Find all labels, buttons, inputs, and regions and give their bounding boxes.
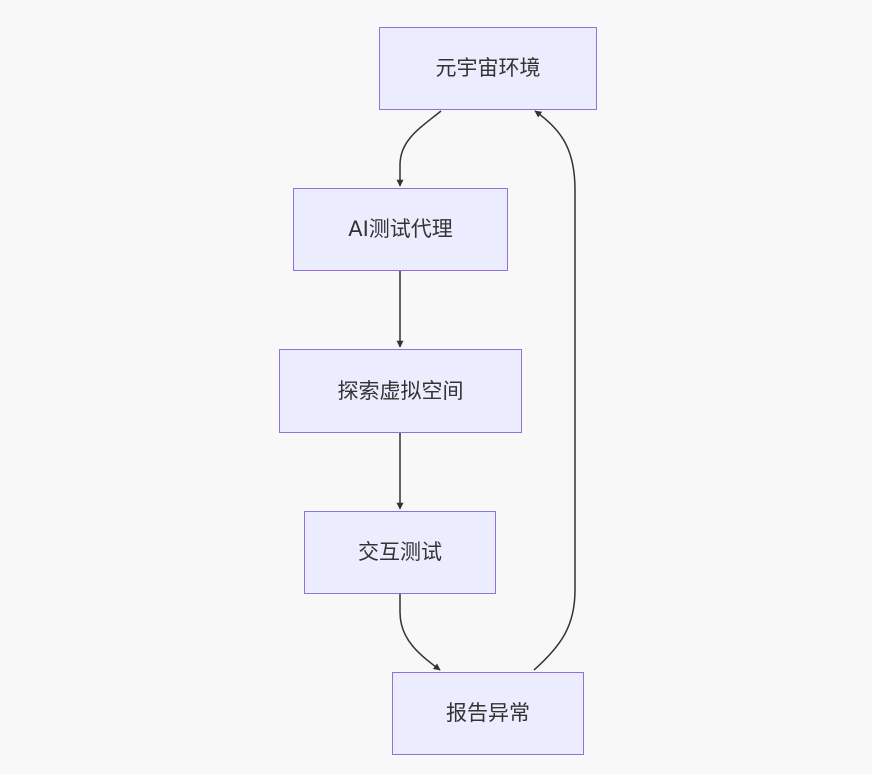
- node-interaction-test: 交互测试: [304, 511, 496, 594]
- node-metaverse-environment: 元宇宙环境: [379, 27, 597, 110]
- node-explore-virtual-space: 探索虚拟空间: [279, 349, 522, 433]
- node-label: 探索虚拟空间: [337, 378, 464, 403]
- node-label: AI测试代理: [348, 217, 453, 241]
- node-label: 元宇宙环境: [435, 56, 541, 80]
- node-label: 报告异常: [446, 701, 530, 725]
- node-label: 交互测试: [358, 540, 442, 564]
- node-report-anomaly: 报告异常: [392, 672, 584, 755]
- edge-metaverse-to-agent: [396, 110, 442, 187]
- edge-report-to-metaverse: [533, 110, 576, 671]
- node-ai-test-agent: AI测试代理: [293, 188, 508, 271]
- edge-interact-to-report: [399, 594, 441, 671]
